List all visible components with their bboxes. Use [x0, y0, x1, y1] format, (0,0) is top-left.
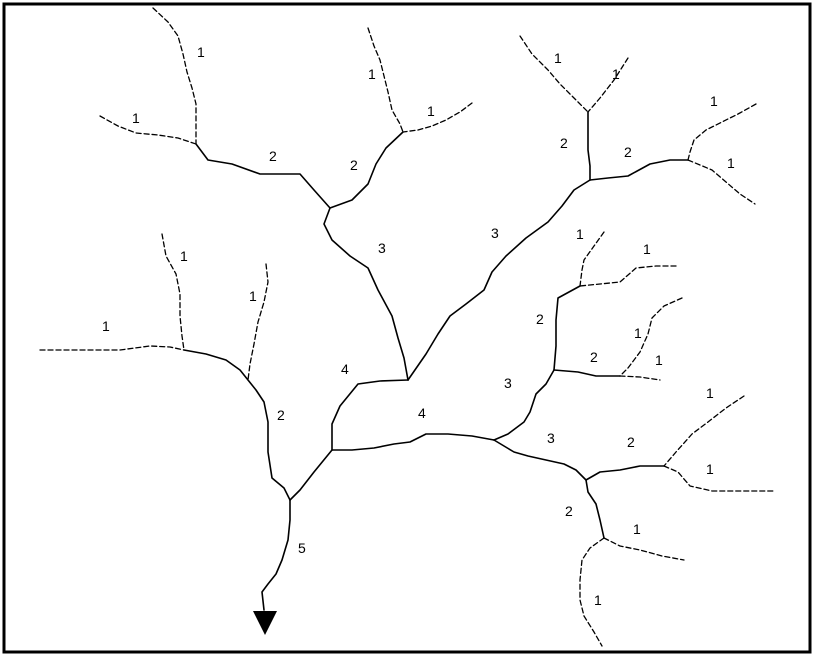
stream-segment-order-1: [161, 233, 185, 351]
stream-segment-order-1: [687, 159, 756, 205]
stream-segment-order-1: [619, 297, 683, 377]
order-label: 3: [547, 430, 555, 446]
order-label: 1: [706, 385, 714, 401]
stream-segment-order-1: [579, 537, 605, 647]
order-label: 1: [576, 226, 584, 242]
order-label: 3: [504, 375, 512, 391]
stream-segment-order-1: [579, 265, 677, 287]
order-label: 2: [560, 135, 568, 151]
order-label: 2: [269, 148, 277, 164]
order-label: 1: [710, 93, 718, 109]
stream-segment-order-2: [589, 159, 689, 181]
order-label: 4: [341, 361, 349, 377]
stream-segment-order-1: [402, 102, 473, 133]
order-label: 3: [378, 240, 386, 256]
order-label: 5: [298, 540, 306, 556]
order-label: 2: [277, 407, 285, 423]
stream-segment-order-1: [519, 35, 589, 113]
order-label: 2: [350, 157, 358, 173]
order-label: 1: [180, 248, 188, 264]
order-label: 2: [627, 434, 635, 450]
stream-segment-order-1: [587, 57, 629, 113]
order-label: 1: [594, 592, 602, 608]
order-label: 3: [491, 225, 499, 241]
stream-segment-order-1: [99, 115, 197, 145]
stream-segment-order-5: [261, 499, 291, 611]
stream-segment-order-3: [323, 207, 409, 381]
order-label: 1: [249, 288, 257, 304]
stream-segment-order-1: [663, 395, 745, 467]
order-label: 1: [132, 110, 140, 126]
order-label: 1: [633, 521, 641, 537]
order-label: 1: [102, 318, 110, 334]
stream-segment-order-5: [289, 449, 333, 501]
order-label: 1: [554, 50, 562, 66]
stream-segment-order-2: [195, 143, 331, 209]
order-label: 1: [368, 66, 376, 82]
order-label: 1: [706, 461, 714, 477]
stream-segment-order-2: [553, 369, 621, 377]
order-label: 1: [727, 155, 735, 171]
order-label: 1: [643, 241, 651, 257]
stream-segment-order-2: [587, 111, 591, 181]
stream-segment-order-1: [579, 231, 605, 287]
stream-segment-order-1: [367, 27, 404, 133]
stream-segment-order-2: [183, 349, 291, 501]
stream-segment-order-1: [619, 375, 661, 381]
stream-segment-order-4: [331, 433, 495, 451]
stream-segment-order-3: [493, 439, 587, 481]
stream-segment-order-1: [152, 7, 197, 145]
order-label: 2: [536, 311, 544, 327]
order-label: 4: [418, 405, 426, 421]
stream-segment-order-4: [331, 379, 409, 451]
stream-segment-order-3: [493, 369, 555, 441]
order-label: 1: [197, 44, 205, 60]
order-label: 1: [634, 325, 642, 341]
stream-segment-order-1: [663, 465, 775, 492]
order-label: 2: [565, 503, 573, 519]
order-label: 2: [590, 349, 598, 365]
order-label: 1: [427, 103, 435, 119]
stream-segment-order-2: [329, 131, 404, 209]
stream-segment-order-1: [603, 537, 685, 561]
stream-segment-order-1: [39, 345, 185, 351]
stream-segment-order-2: [585, 465, 665, 481]
order-label: 1: [612, 66, 620, 82]
stream-segment-order-2: [585, 479, 605, 539]
outlet-arrow-icon: [253, 611, 277, 635]
order-label: 2: [624, 144, 632, 160]
stream-segment-order-1: [687, 103, 757, 161]
stream-segment-order-1: [247, 263, 269, 381]
stream-segment-order-2: [553, 285, 581, 371]
order-label: 1: [655, 352, 663, 368]
stream-segment-order-3: [407, 179, 591, 381]
